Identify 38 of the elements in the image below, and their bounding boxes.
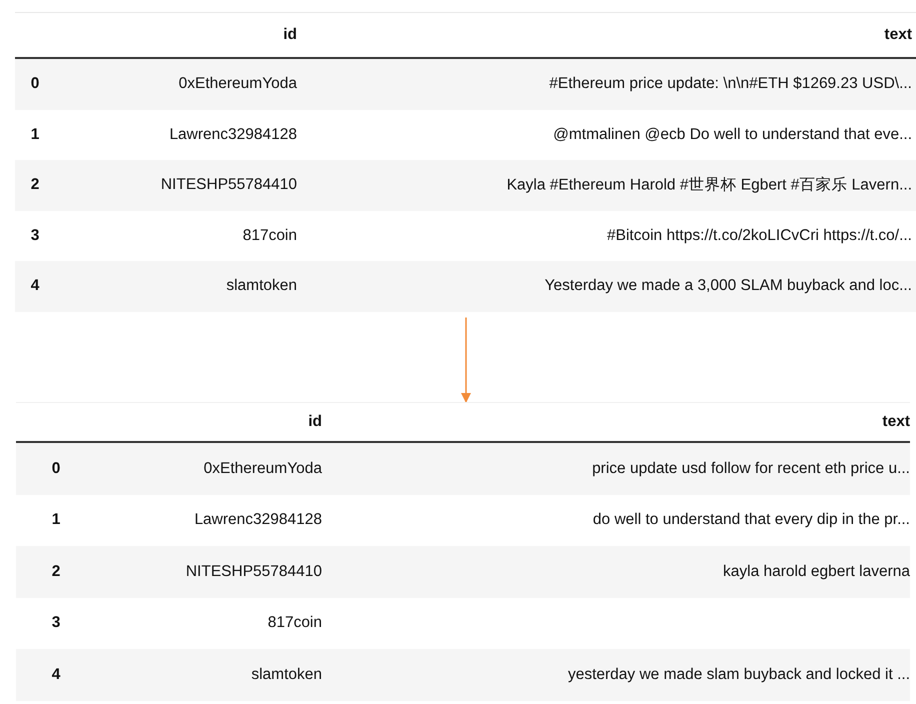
row-index: 2 (30, 176, 40, 194)
row-index: 4 (30, 277, 40, 296)
column-header: text (882, 413, 910, 431)
text-cell: #Bitcoin https://t.co/2koLICvCri https://t.co/... (607, 226, 912, 245)
row-index: 4 (50, 666, 62, 684)
row-index: 0 (30, 75, 40, 94)
text-cell: yesterday we made slam buyback and locked it ... (568, 666, 910, 684)
id-cell: NITESHP55784410 (186, 562, 322, 581)
row-index: 3 (50, 614, 62, 632)
id-cell: 0xEthereumYoda (178, 75, 297, 94)
table-row (15, 59, 916, 110)
id-cell: slamtoken (226, 277, 297, 296)
column-header: id (308, 413, 322, 431)
row-index: 1 (50, 511, 62, 530)
text-cell: kayla harold egbert laverna (723, 562, 910, 581)
text-cell: #Ethereum price update: \n\n#ETH $1269.23 USD\... (549, 75, 912, 94)
id-cell: 817coin (242, 226, 297, 245)
row-index: 1 (30, 126, 40, 144)
arrow (461, 318, 471, 403)
text-cell: do well to understand that every dip in the pr... (592, 511, 910, 530)
id-cell: 0xEthereumYoda (204, 460, 322, 478)
row-index: 2 (50, 562, 62, 581)
text-cell: @mtmalinen @ecb Do well to understand that eve... (553, 126, 912, 144)
column-header: text (884, 26, 912, 44)
id-cell: Lawrenc32984128 (194, 511, 322, 530)
row-index: 3 (30, 226, 40, 245)
text-cell: price update usd follow for recent eth price u... (592, 460, 910, 478)
id-cell: 817coin (268, 614, 322, 632)
column-header: id (283, 26, 297, 44)
text-cell-text: Kayla #Ethereum Harold #世界杯 Egbert #百家乐 Lavern... (506, 176, 912, 196)
row-index: 0 (50, 460, 62, 478)
table-row (16, 443, 910, 494)
text-cell: Yesterday we made a 3,000 SLAM buyback and loc... (544, 277, 912, 296)
id-cell: slamtoken (251, 666, 322, 684)
data-table (15, 12, 916, 312)
data-table (16, 402, 910, 700)
id-cell: Lawrenc32984128 (169, 126, 297, 144)
id-cell: NITESHP55784410 (160, 176, 297, 194)
